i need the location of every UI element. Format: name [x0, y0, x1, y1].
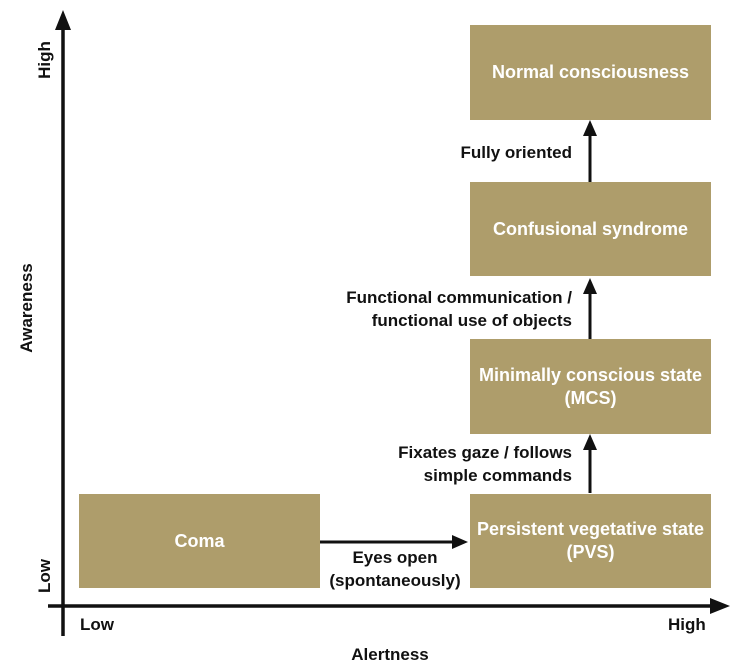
eyes-open-label: Eyes open (spontaneously): [329, 548, 461, 590]
y-axis-arrowhead: [55, 10, 71, 30]
fully-oriented-label: Fully oriented: [460, 143, 572, 162]
y-axis-title: Awareness: [17, 263, 36, 353]
x-axis-high-label: High: [668, 615, 706, 634]
arrow-mcs-to-confusional-head: [583, 278, 597, 294]
normal-consciousness-box: Normal consciousness: [470, 25, 711, 120]
x-axis-low-label: Low: [80, 615, 114, 634]
arrow-confusional-to-normal-head: [583, 120, 597, 136]
pvs-box: Persistent vegetative state (PVS): [470, 494, 711, 588]
x-axis-title: Alertness: [351, 645, 429, 664]
y-axis-low-label: Low: [35, 559, 54, 593]
coma-box: Coma: [79, 494, 320, 588]
arrow-coma-to-pvs-head: [452, 535, 468, 549]
arrow-pvs-to-mcs-head: [583, 434, 597, 450]
x-axis-arrowhead: [710, 598, 730, 614]
y-axis-high-label: High: [35, 41, 54, 79]
confusional-syndrome-box: Confusional syndrome: [470, 182, 711, 276]
fixates-gaze-label: Fixates gaze / follows simple commands: [398, 443, 572, 485]
mcs-box: Minimally conscious state (MCS): [470, 339, 711, 434]
functional-label: Functional communication / functional us…: [346, 288, 572, 330]
